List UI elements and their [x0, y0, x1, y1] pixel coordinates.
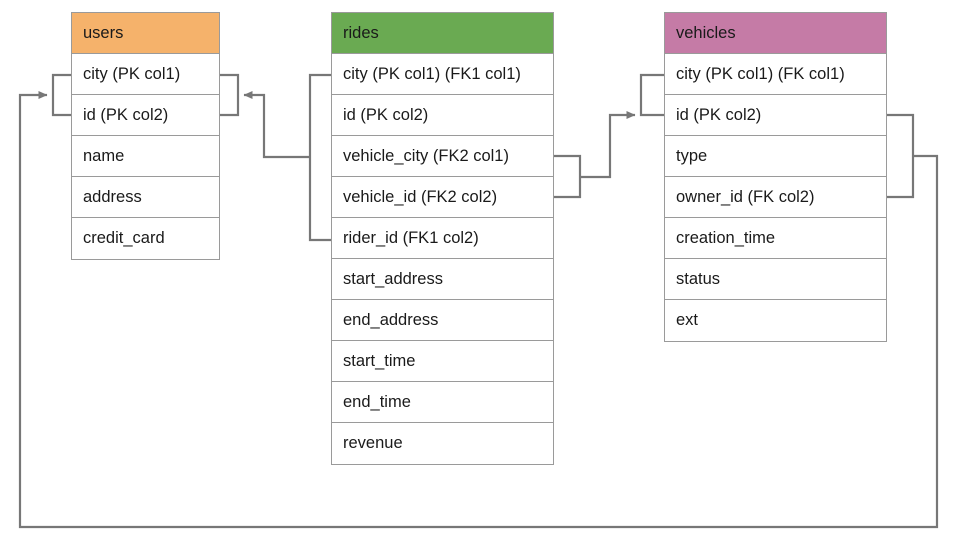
- entity-vehicles-field-status[interactable]: status: [665, 259, 886, 300]
- entity-vehicles[interactable]: vehicles city (PK col1) (FK col1) id (PK…: [664, 12, 887, 342]
- entity-vehicles-field-creation-time[interactable]: creation_time: [665, 218, 886, 259]
- connector-rides-fk1-source-bracket: [308, 73, 331, 242]
- entity-vehicles-field-type[interactable]: type: [665, 136, 886, 177]
- entity-vehicles-field-id[interactable]: id (PK col2): [665, 95, 886, 136]
- connector-users-target-bracket-right: [220, 73, 240, 117]
- entity-vehicles-header: vehicles: [665, 13, 886, 54]
- entity-rides-field-vehicle-city[interactable]: vehicle_city (FK2 col1): [332, 136, 553, 177]
- entity-users-field-city[interactable]: city (PK col1): [72, 54, 219, 95]
- entity-users-field-name[interactable]: name: [72, 136, 219, 177]
- entity-users-field-credit-card[interactable]: credit_card: [83, 229, 165, 247]
- connector-vehicles-fk-source-bracket: [887, 113, 915, 199]
- entity-rides-field-end-time[interactable]: end_time: [332, 382, 553, 423]
- entity-rides-field-rider-id[interactable]: rider_id (FK1 col2): [332, 218, 553, 259]
- connector-rides-fk1-to-users-link: [243, 91, 310, 159]
- entity-users-field-address[interactable]: address: [72, 177, 219, 218]
- connector-users-target-bracket-left: [51, 73, 71, 117]
- entity-rides-field-start-time[interactable]: start_time: [332, 341, 553, 382]
- entity-vehicles-field-ext[interactable]: ext: [676, 311, 699, 329]
- entity-users[interactable]: users city (PK col1) id (PK col2) name a…: [71, 12, 220, 260]
- entity-rides-field-end-address[interactable]: end_address: [332, 300, 553, 341]
- connector-vehicles-target-bracket-left: [639, 73, 664, 117]
- entity-rides-field-id[interactable]: id (PK col2): [332, 95, 553, 136]
- connector-rides-fk2-source-bracket: [554, 154, 582, 199]
- entity-users-header: users: [72, 13, 219, 54]
- entity-rides-header: rides: [332, 13, 553, 54]
- entity-vehicles-field-owner-id[interactable]: owner_id (FK col2): [665, 177, 886, 218]
- entity-rides[interactable]: rides city (PK col1) (FK1 col1) id (PK c…: [331, 12, 554, 465]
- entity-rides-field-city[interactable]: city (PK col1) (FK1 col1): [332, 54, 553, 95]
- entity-vehicles-field-city[interactable]: city (PK col1) (FK col1): [665, 54, 886, 95]
- entity-rides-field-start-address[interactable]: start_address: [332, 259, 553, 300]
- entity-users-field-id[interactable]: id (PK col2): [72, 95, 219, 136]
- entity-rides-field-vehicle-id[interactable]: vehicle_id (FK2 col2): [332, 177, 553, 218]
- entity-rides-field-revenue[interactable]: revenue: [343, 434, 403, 452]
- connector-rides-fk2-to-vehicles-link: [580, 111, 636, 179]
